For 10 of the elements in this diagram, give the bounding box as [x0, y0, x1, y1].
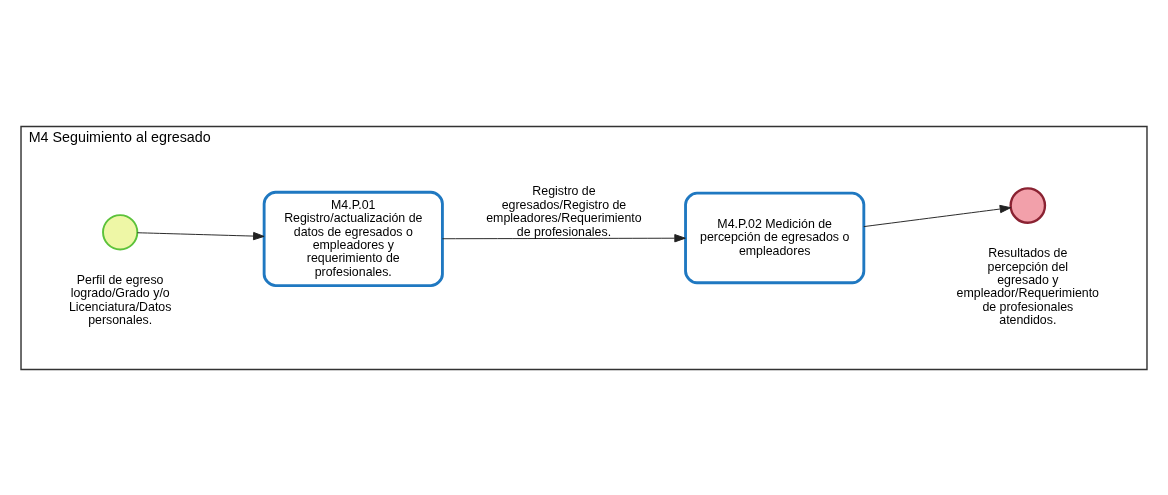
arrow — [863, 204, 1012, 227]
node-circle — [1009, 186, 1047, 224]
arrow — [136, 231, 265, 240]
node-box: M4.P.01 Registro/actualización de datos de egresados o empleadores y requerimiento de profesionales. — [262, 190, 444, 287]
node-circle — [102, 213, 139, 250]
node-box: M4.P.02 Medición de percepción de egresados o empleadores — [684, 191, 866, 284]
node-label: Perfil de egreso logrado/Grado y/o Licenciatura/Datos personales. — [68, 272, 172, 327]
node-label: Resultados de percepción del egresado y empleador/Requerimiento de profesionales atendidos. — [956, 245, 1100, 327]
arrow — [441, 233, 686, 242]
edge-label: Registro de egresados/Registro de empleadores/Requerimiento de profesionales. — [486, 183, 642, 239]
